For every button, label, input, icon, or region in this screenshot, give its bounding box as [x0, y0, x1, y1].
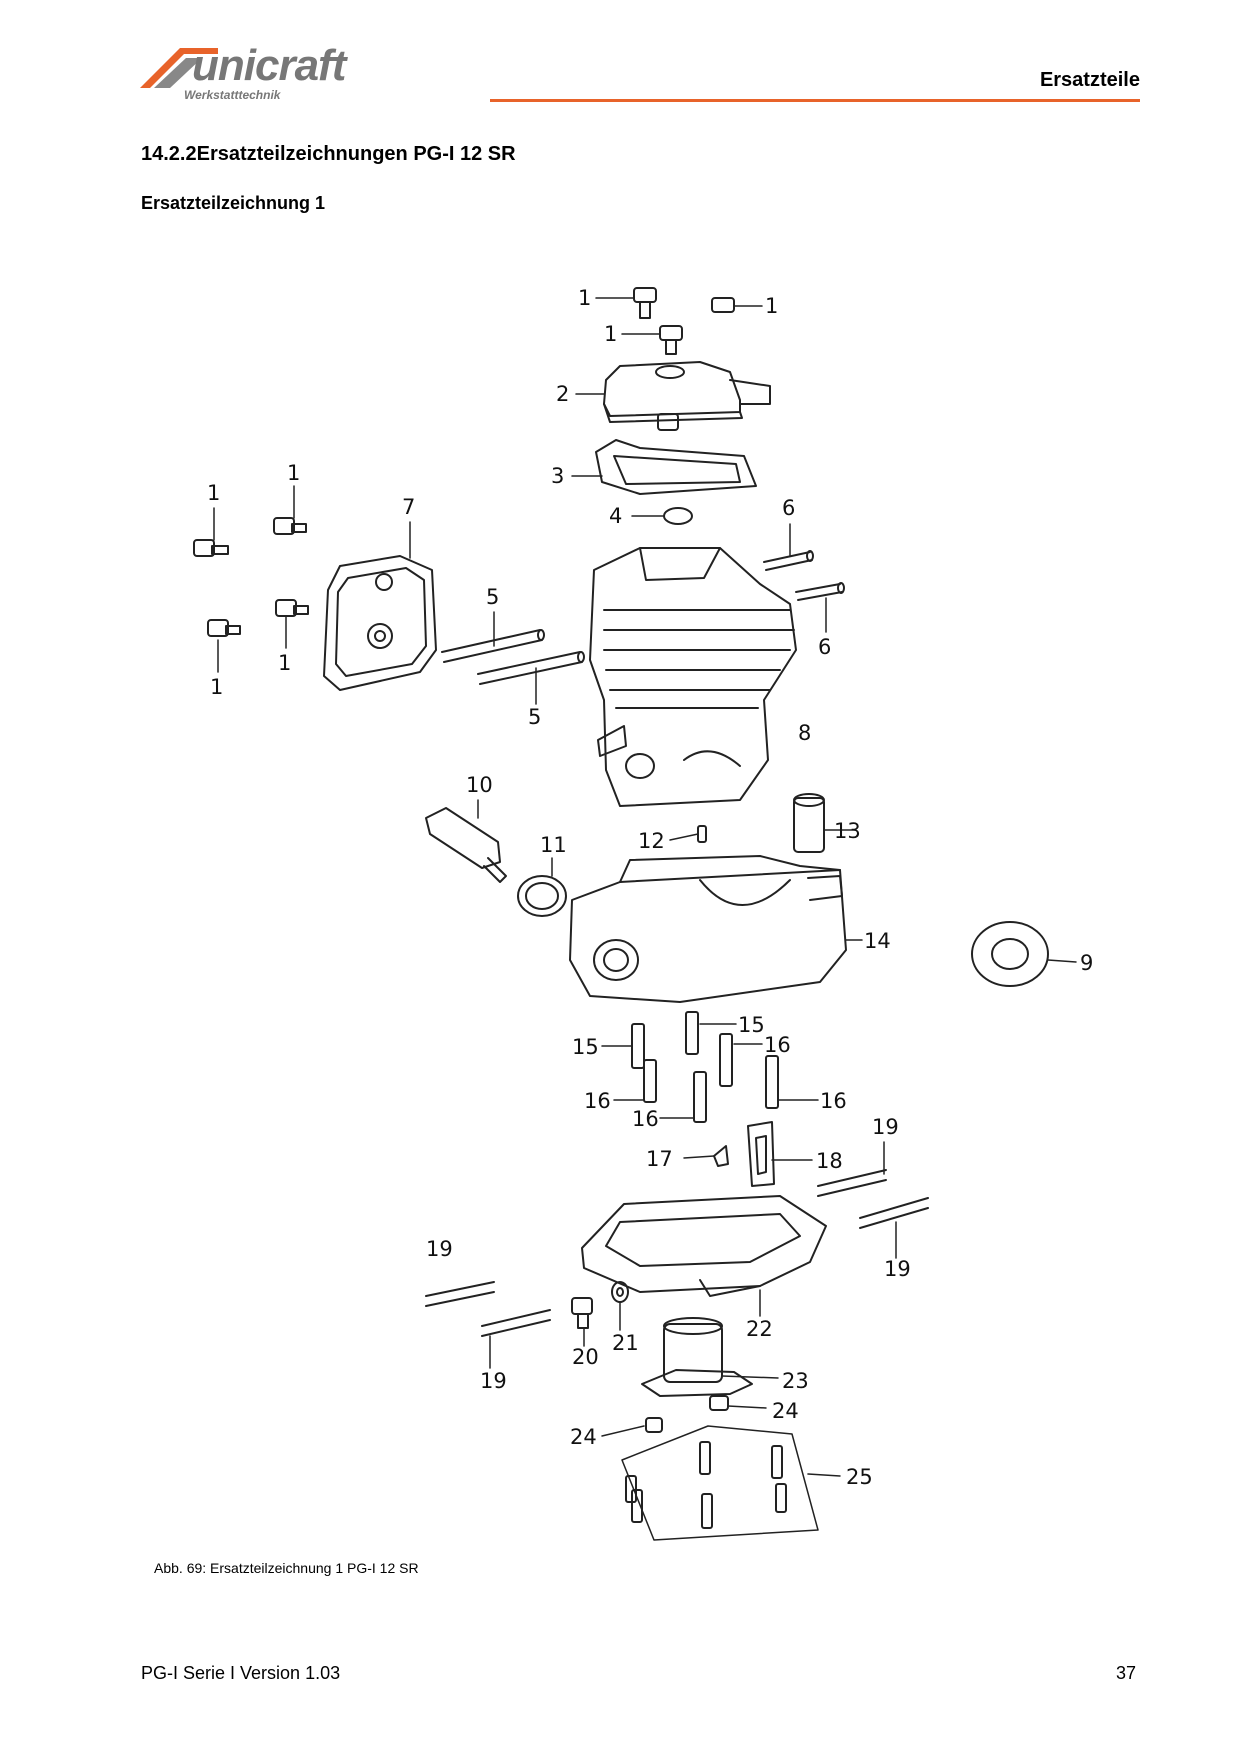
cylinder-part	[589, 547, 797, 807]
breather-gasket-part	[747, 1121, 775, 1187]
callout: 6	[818, 635, 831, 659]
callout: 15	[572, 1035, 599, 1059]
callout: 3	[551, 464, 564, 488]
rod-part	[441, 629, 585, 685]
callout: 2	[556, 382, 569, 406]
crankcase-part	[569, 855, 847, 1003]
callout: 16	[764, 1033, 791, 1057]
oil-seal-part	[971, 921, 1049, 987]
callout: 25	[846, 1465, 873, 1489]
callout: 19	[884, 1257, 911, 1281]
callout: 1	[278, 651, 291, 675]
callout: 6	[782, 496, 795, 520]
callout: 17	[646, 1147, 673, 1171]
valve-cover-part	[603, 361, 771, 431]
section-label: Ersatzteile	[1039, 69, 1140, 91]
callout: 16	[820, 1089, 847, 1113]
callout: 16	[632, 1107, 659, 1131]
footer-doc-version: PG-I Serie I Version 1.03	[141, 1663, 341, 1683]
drain-plug-part	[571, 1297, 593, 1329]
callout: 9	[1080, 951, 1093, 975]
callout: 1	[578, 286, 591, 310]
header-divider	[490, 99, 1140, 102]
drawing-title: Ersatzteilzeichnung 1	[141, 193, 326, 213]
callout: 24	[772, 1399, 799, 1423]
callout: 14	[864, 929, 891, 953]
logo-wordmark: unicraft	[192, 41, 346, 90]
callout: 19	[426, 1237, 453, 1261]
dowel-part	[697, 825, 707, 843]
gasket-part	[595, 439, 757, 495]
callout: 5	[528, 705, 541, 729]
screw-part	[645, 1395, 729, 1433]
side-cover-part	[323, 555, 437, 691]
callout: 19	[480, 1369, 507, 1393]
callout: 23	[782, 1369, 809, 1393]
oil-pan-part	[581, 1195, 827, 1297]
bolt-set-part	[621, 1425, 819, 1541]
callout: 1	[604, 322, 617, 346]
callout: 1	[287, 461, 300, 485]
callout: 5	[486, 585, 499, 609]
callout: 1	[765, 294, 778, 318]
callout: 24	[570, 1425, 597, 1449]
rod-part	[425, 1169, 929, 1337]
filter-cover-part	[641, 1317, 753, 1397]
sensor-part	[425, 807, 507, 883]
callout: 1	[207, 481, 220, 505]
washer-part	[611, 1281, 629, 1303]
callout: 12	[638, 829, 665, 853]
screw-part	[193, 517, 309, 637]
callout: 16	[584, 1089, 611, 1113]
logo-subtitle: Werkstatttechnik	[184, 88, 281, 102]
screw-part	[633, 287, 735, 355]
page-number: 37	[1115, 1663, 1136, 1683]
callout: 18	[816, 1149, 843, 1173]
callout: 20	[572, 1345, 599, 1369]
breather-part	[713, 1145, 729, 1167]
figure-caption: Abb. 69: Ersatzteilzeichnung 1 PG-I 12 S…	[154, 1560, 419, 1576]
callout-labels: 1 1 1 2 3 4 6 6 1 1 7 1 1 5 5 8 10 11 12…	[207, 286, 1093, 1489]
callout: 22	[746, 1317, 773, 1341]
callout: 13	[834, 819, 861, 843]
o-ring-part	[517, 875, 567, 917]
sleeve-part	[793, 793, 825, 853]
valve-seal-part	[663, 507, 693, 525]
callout: 15	[738, 1013, 765, 1037]
callout: 8	[798, 721, 811, 745]
callout: 19	[872, 1115, 899, 1139]
pin-part	[763, 550, 845, 601]
callout: 7	[402, 495, 415, 519]
callout: 11	[540, 833, 567, 857]
callout: 4	[609, 504, 622, 528]
callout: 1	[210, 675, 223, 699]
callout: 21	[612, 1331, 639, 1355]
leader-lines	[213, 297, 1077, 1477]
page-title: 14.2.2Ersatzteilzeichnungen PG-I 12 SR	[141, 143, 516, 165]
logo-mark	[140, 48, 218, 88]
callout: 10	[466, 773, 493, 797]
unicraft-logo: unicraft Werkstatttechnik	[140, 44, 385, 108]
